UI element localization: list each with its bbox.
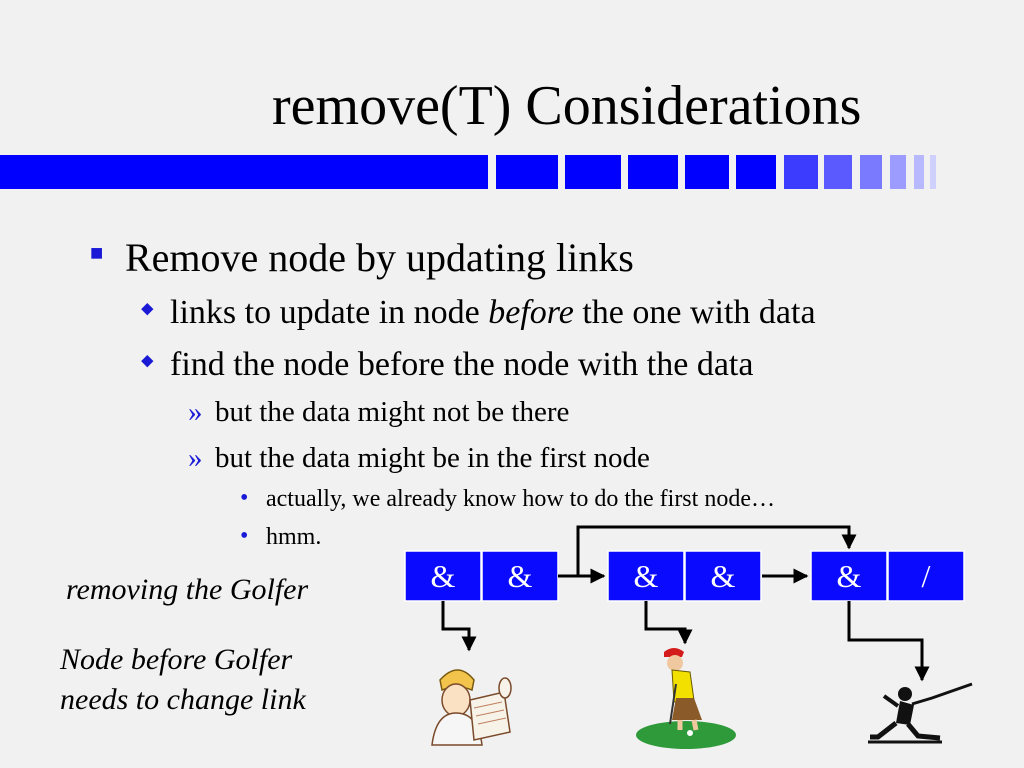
title-underline-bar <box>0 155 936 189</box>
diamond-bullet-marker: ⬥ <box>141 298 154 318</box>
chevron-bullet-marker: » <box>188 396 203 428</box>
bullet-remove-node: Remove node by updating links <box>125 235 634 280</box>
dot-bullet-marker: • <box>240 485 249 511</box>
square-bullet-marker: ■ <box>90 240 104 265</box>
bullet-find-node: find the node before the node with the d… <box>170 346 754 383</box>
bullet-text-pre: links to update in node <box>170 294 489 331</box>
node-3-data: & <box>837 558 862 594</box>
architect-image <box>431 669 512 746</box>
bullet-text-emphasis: before <box>488 294 574 331</box>
bullet-data-first-node: but the data might be in the first node <box>215 442 650 474</box>
node-1-data: & <box>431 558 456 594</box>
bullet-hmm: hmm. <box>266 524 322 550</box>
note-removing-golfer: removing the Golfer <box>66 573 309 606</box>
node-1-next: & <box>508 558 533 594</box>
node-2-data: & <box>634 558 659 594</box>
note-node-before-line2: needs to change link <box>60 683 306 716</box>
note-node-before-line1: Node before Golfer <box>60 643 293 676</box>
fencer-image <box>868 682 973 744</box>
bullet-data-not-there: but the data might not be there <box>215 396 570 428</box>
node-2-next: & <box>711 558 736 594</box>
data-arrow-node-1 <box>441 601 477 652</box>
golfer-image <box>636 648 736 749</box>
diamond-bullet-marker: ⬥ <box>141 350 154 370</box>
list-node-1: & & <box>404 550 559 602</box>
data-arrow-node-3 <box>847 601 930 682</box>
bullet-links-to-update: links to update in node before the one w… <box>170 294 816 332</box>
list-node-3: & / <box>810 550 965 602</box>
bypass-link-arrow <box>576 525 857 576</box>
list-node-2: & & <box>607 550 762 602</box>
data-arrow-node-2 <box>644 601 693 645</box>
chevron-bullet-marker: » <box>188 442 203 474</box>
node-3-next: / <box>922 558 931 594</box>
bullet-text-post: the one with data <box>573 294 816 331</box>
bullet-already-know: actually, we already know how to do the … <box>266 486 775 512</box>
slide-title: remove(T) Considerations <box>272 75 862 137</box>
dot-bullet-marker: • <box>240 523 249 549</box>
